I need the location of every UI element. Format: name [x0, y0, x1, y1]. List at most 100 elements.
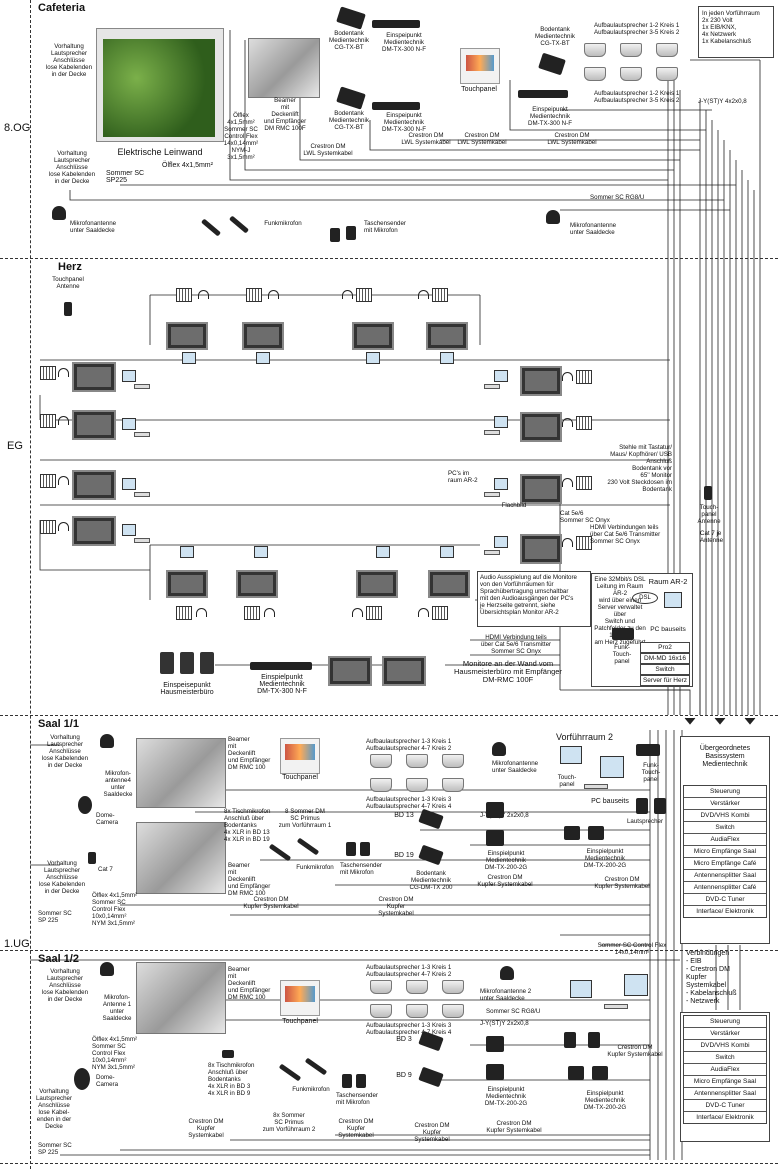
dsl-cloud: DSL	[632, 592, 658, 604]
loudspeaker-icon	[654, 798, 666, 814]
rack-row: DVD-C Tuner	[684, 1100, 766, 1112]
headphones-icon	[562, 418, 573, 427]
keyboard-icon	[134, 384, 150, 389]
crestron-lwl-4: Crestron DM LWL Systemkabel	[547, 132, 597, 146]
saal11-bodentank: Bodentank Medientechnik CG-DM-TX 200	[409, 870, 453, 891]
table-mic-icon	[222, 1050, 234, 1058]
patch-panel-icon	[176, 606, 192, 620]
floor-divider-eg-ug	[0, 715, 778, 716]
saal12-speakers-a: Aufbaulautsprecher 1-3 Kreis 1 Aufbaulau…	[366, 964, 452, 978]
pc-monitor-icon	[180, 546, 194, 558]
speaker-icon	[442, 980, 464, 994]
mic-antenna-icon	[100, 734, 114, 748]
crestron-lwl-1: Crestron DM LWL Systemkabel	[303, 143, 353, 157]
pc-monitor-icon	[624, 974, 648, 996]
keyboard-icon	[484, 430, 500, 435]
pc-monitor-icon	[122, 478, 136, 490]
crestron-lwl-2: Crestron DM LWL Systemkabel	[401, 132, 451, 146]
bodentank-2-label: Bodentank Medientechnik CG-TX-BT	[329, 110, 369, 131]
monitor-screen	[166, 322, 208, 350]
mic-antenna-icon	[100, 962, 114, 976]
cafeteria-title: Cafeteria	[38, 2, 86, 14]
wall-plate-icon	[486, 802, 504, 818]
oelflex-label: Ölflex 4x1,5mm²	[162, 162, 213, 169]
rack-row: AudiaFlex	[684, 834, 766, 846]
pc-monitor-icon	[440, 352, 454, 364]
rack-row: Antennensplitter Café	[684, 882, 766, 894]
funk-touchpanel-icon	[612, 628, 634, 640]
saal12-vorhaltung: Vorhaltung Lautsprecher Anschlüsse lose …	[41, 968, 89, 1003]
rack-row: Micro Empfänge Café	[684, 858, 766, 870]
raum-ar2-box: Eine 32Mbit/s DSL Leitung im Raum AR-2 w…	[591, 573, 693, 687]
keyboard-icon	[134, 432, 150, 437]
monitor-screen	[166, 570, 208, 598]
saal11-crestron-kupfer-3b: Crestron DM Kupfer Systemkabel	[594, 876, 650, 890]
saal12-touchpanel-label: Touchpanel	[282, 1018, 318, 1025]
cafeteria-touchpanel-icon	[460, 48, 500, 84]
patch-panel-icon	[40, 366, 56, 380]
wall-plate-icon	[564, 826, 580, 840]
rack-row: AudiaFlex	[684, 1064, 766, 1076]
einspeise-panel-icon	[200, 652, 214, 674]
monitor-screen	[72, 516, 116, 546]
saal11-crestron-kupfer-2: Crestron DM Kupfer Systemkabel	[378, 896, 414, 917]
touchpanel-antenna-right: Touch- panel Antenne	[697, 504, 721, 525]
floor-divider-saal	[0, 950, 778, 951]
saal11-title: Saal 1/1	[38, 718, 79, 730]
pc-monitor-icon	[122, 370, 136, 382]
speaker-icon	[370, 778, 392, 792]
patch-panel-icon	[246, 288, 262, 302]
pc-monitor-icon	[376, 546, 390, 558]
monitor-screen	[426, 322, 468, 350]
monitor-screen	[352, 322, 394, 350]
saal11-control-flex: Sommer SC Control Flex 14x0,14mm²	[597, 942, 667, 956]
keyboard-icon	[484, 550, 500, 555]
saal12-crestron-kupfer-4: Crestron DM Kupfer Systemkabel	[486, 1120, 542, 1134]
saal12-bd3: BD 3	[396, 1036, 412, 1043]
saal12-einspeis-b: Einspielpunkt Medientechnik DM-TX-200-2G	[583, 1090, 627, 1111]
einspeise-panel-icon	[180, 652, 194, 674]
saal11-dome-label: Dome- Camera	[96, 812, 119, 826]
rack-row: Verstärker	[684, 798, 766, 810]
headphones-icon	[562, 372, 573, 381]
funkmikrofon-label: Funkmikrofon	[264, 220, 302, 227]
rack-row: DVD/VHS Kombi	[684, 1040, 766, 1052]
monitore-wall-label: Monitore an der Wand vom Hausmeisterbüro…	[454, 659, 562, 684]
keyboard-icon	[134, 538, 150, 543]
stehle-note: Stehle mit Tastatur/ Maus/ Kopfhörer/ US…	[607, 444, 672, 493]
bodentank-1-label: Bodentank Medientechnik CG-TX-BT	[329, 30, 369, 51]
saal11-mic-antenna-2: Mikrofonantenne unter Saaldecke	[492, 760, 539, 774]
saal12-mic-antenna-2: Mikrofonantenne 2 unter Saaldecke	[480, 988, 532, 1002]
monitor-screen	[328, 656, 372, 686]
pc-monitor-icon	[494, 536, 508, 548]
saal12-crestron-kupfer: Crestron DM Kupfer Systemkabel	[188, 1118, 224, 1139]
bodypack-icon	[360, 842, 370, 856]
cafeteria-sommer-rg8: Sommer SC RG8/U	[590, 194, 645, 201]
rack-modules: Steuerung Verstärker DVD/VHS Kombi Switc…	[683, 1015, 767, 1124]
headphones-icon	[418, 290, 429, 299]
loudspeaker-icon	[636, 798, 648, 814]
cafeteria-vorhaltung-bottom: Vorhaltung Lautsprecher Anschlüsse lose …	[48, 150, 96, 185]
saal11-touchpanel-icon	[280, 738, 320, 774]
taschensender-label: Taschensender mit Mikrofon	[364, 220, 406, 234]
speaker-icon	[406, 754, 428, 768]
wall-plate-icon	[592, 1066, 608, 1080]
floor-divider-vertical	[30, 0, 31, 1169]
keyboard-icon	[134, 492, 150, 497]
mic-antenna-icon	[546, 210, 560, 224]
cafeteria-cable-bundle: Ölflex 4x1,5mm² Sommer SC Control Flex 1…	[223, 112, 259, 161]
cafeteria-beamer: Beamer mit Deckenlift und Empfänger DM R…	[263, 97, 307, 132]
keyboard-icon	[584, 784, 608, 789]
saal11-crestron-kupfer-3: Crestron DM Kupfer Systemkabel	[477, 874, 533, 888]
saal11-bd13: BD 13	[394, 812, 414, 819]
speaker-icon	[656, 67, 678, 81]
saal12-einspeis-a: Einspielpunkt Medientechnik DM-TX-200-2G	[484, 1086, 528, 1107]
saal11-vorhaltung-2: Vorhaltung Lautsprecher Anschlüsse lose …	[38, 860, 86, 895]
pc-monitor-icon	[560, 746, 582, 764]
speaker-icon	[584, 67, 606, 81]
monitor-screen	[520, 412, 562, 442]
speaker-icon	[370, 1004, 392, 1018]
saal11-taschensender: Taschensender mit Mikrofon	[340, 862, 382, 876]
vr2-pc-bauseits: PC bauseits	[591, 798, 629, 805]
saal12-bd9: BD 9	[396, 1072, 412, 1079]
